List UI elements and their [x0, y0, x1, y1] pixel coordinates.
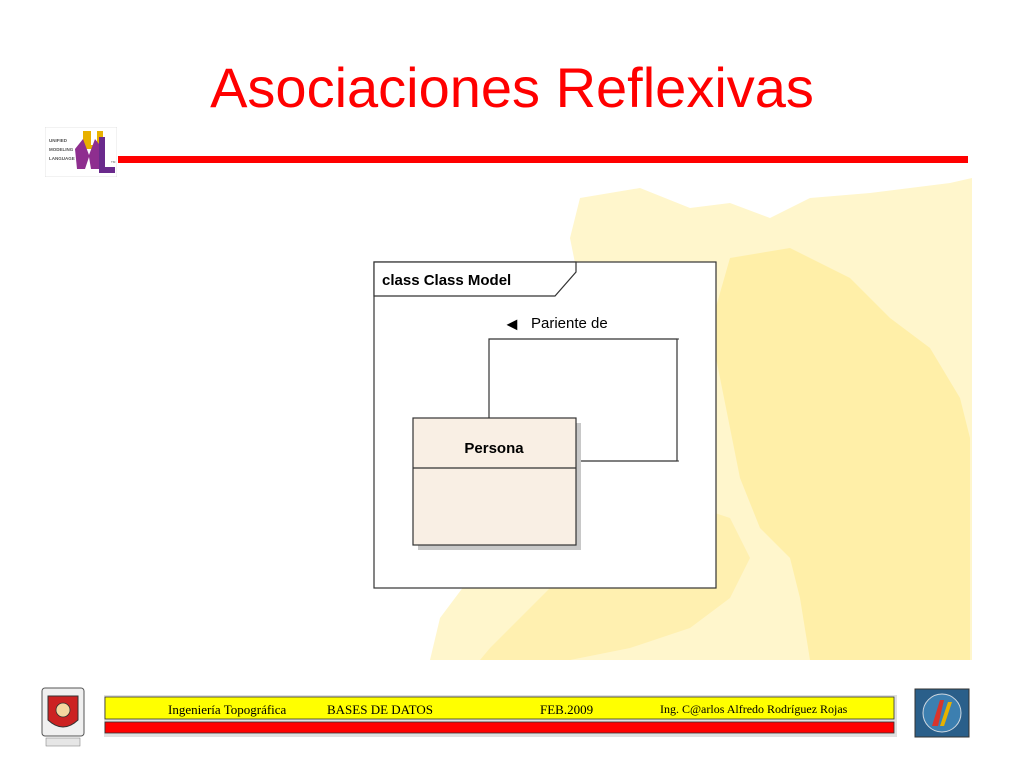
- footer-author: Ing. C@arlos Alfredo Rodríguez Rojas: [660, 702, 848, 716]
- class-persona[interactable]: [412, 417, 577, 546]
- logo-text-2: MODELING: [49, 147, 74, 152]
- association-label: Pariente de: [531, 315, 608, 332]
- uml-logo: UNIFIED MODELING LANGUAGE TM: [45, 127, 117, 177]
- class-name: Persona: [464, 440, 524, 457]
- footer-bar: [104, 695, 897, 737]
- footer-program: Ingeniería Topográfica: [168, 702, 287, 717]
- title-underline: [118, 156, 968, 163]
- association-direction-arrow: ◄: [503, 314, 521, 334]
- frame-label-tab: [373, 261, 577, 297]
- logo-tm: TM: [111, 160, 116, 164]
- logo-text-3: LANGUAGE: [49, 156, 75, 161]
- university-seal: [41, 687, 85, 747]
- frame-label: class Class Model: [382, 272, 511, 289]
- footer-date: FEB.2009: [540, 702, 594, 717]
- footer-course: BASES DE DATOS: [327, 702, 433, 717]
- slide-title: Asociaciones Reflexivas: [210, 56, 814, 119]
- faculty-seal: [914, 688, 970, 738]
- logo-text-1: UNIFIED: [49, 138, 68, 143]
